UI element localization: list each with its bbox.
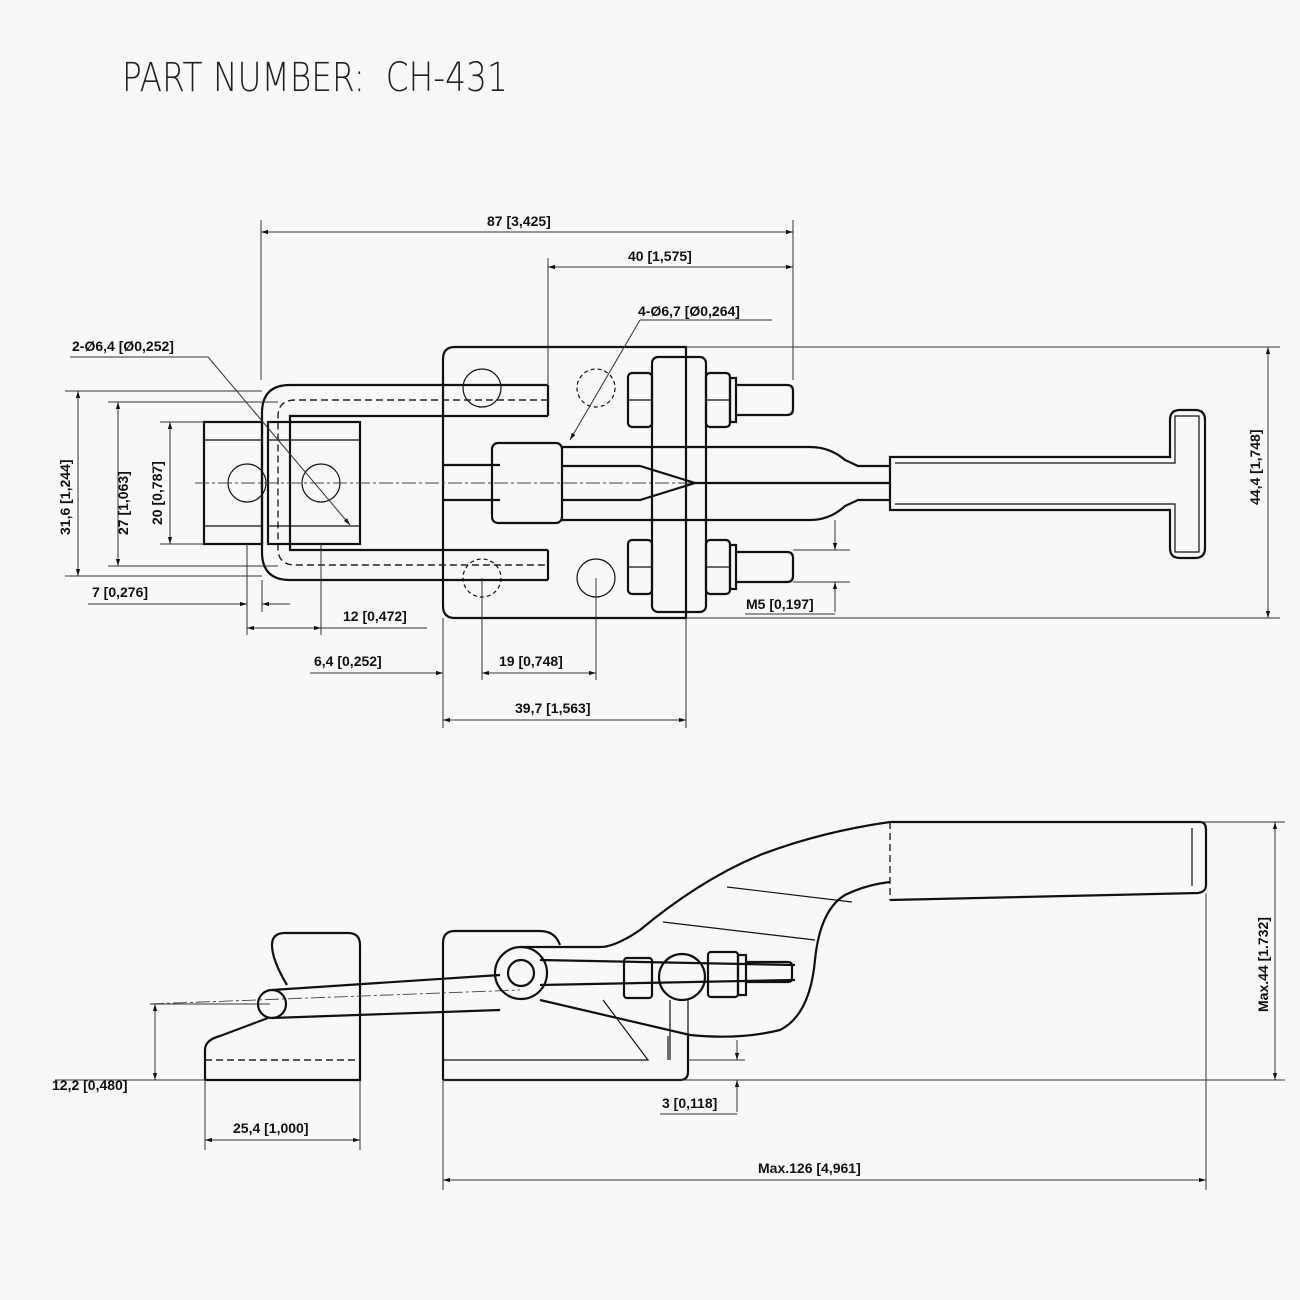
dim-latch-holes: 2-Ø6,4 [Ø0,252] (72, 338, 174, 354)
dim-max-height: Max.44 [1.732] (1255, 917, 1271, 1012)
dim-latch-hole-offset: 12 [0,472] (343, 608, 407, 624)
top-view: 87 [3,425] 40 [1,575] 4-Ø6,7 [Ø0,264] 2-… (57, 213, 1280, 728)
dim-base-edge-offset: 6,4 [0,252] (314, 653, 382, 669)
dim-overall-width: 44,4 [1,748] (1247, 430, 1263, 506)
side-view: 12,2 [0,480] 25,4 [1,000] 3 [0,118] Max.… (52, 820, 1285, 1190)
dim-base-length: 39,7 [1,563] (515, 700, 591, 716)
dim-latch-plate-height: 20 [0,787] (149, 461, 165, 525)
dim-bolt-offset: 40 [1,575] (628, 248, 692, 264)
dim-latch-length: 25,4 [1,000] (233, 1120, 309, 1136)
dim-max-length: Max.126 [4,961] (758, 1160, 861, 1176)
dim-overall-length: 87 [3,425] (487, 213, 551, 229)
dim-hole-spacing: 19 [0,748] (499, 653, 563, 669)
dim-thread: M5 [0,197] (746, 596, 814, 612)
dim-hook-height-outer: 31,6 [1,244] (57, 460, 73, 536)
dim-mount-holes: 4-Ø6,7 [Ø0,264] (638, 303, 740, 319)
dim-latch-height: 12,2 [0,480] (52, 1077, 128, 1093)
dim-hook-offset: 7 [0,276] (92, 584, 148, 600)
dim-hook-height-inner: 27 [1,063] (115, 471, 131, 535)
part-number-title: PART NUMBER: CH-431 (122, 55, 508, 101)
dim-base-thickness: 3 [0,118] (662, 1095, 717, 1111)
